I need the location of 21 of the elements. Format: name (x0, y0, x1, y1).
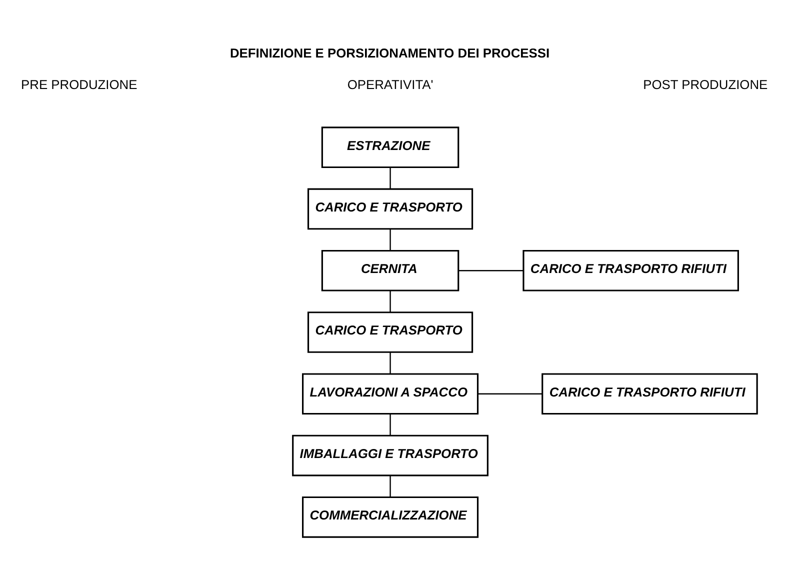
node-box: LAVORAZIONI A SPACCO (302, 373, 479, 415)
connector (478, 393, 542, 394)
label: PRE PRODUZIONE (21, 77, 138, 92)
diagram-title: DEFINIZIONE E PORSIZIONAMENTO DEI PROCESSI (230, 45, 550, 60)
node-box: ESTRAZIONE (321, 126, 460, 168)
node-box: CARICO E TRASPORTO (307, 312, 474, 353)
node-box: COMMERCIALIZZAZIONE (302, 496, 479, 538)
connector (390, 414, 391, 436)
connector (390, 229, 391, 251)
node-box: CARICO E TRASPORTO (307, 188, 474, 230)
label: OPERATIVITA' (347, 77, 434, 92)
connector (390, 476, 391, 498)
label: POST PRODUZIONE (643, 77, 768, 92)
node-box: IMBALLAGGI E TRASPORTO (292, 434, 488, 476)
connector (458, 270, 524, 272)
connector (390, 290, 391, 312)
node-box: CERNITA (321, 250, 460, 292)
connector (390, 352, 391, 374)
node-box: CARICO E TRASPORTO RIFIUTI (522, 250, 739, 292)
node-box: CARICO E TRASPORTO RIFIUTI (542, 373, 758, 415)
connector (390, 168, 391, 189)
